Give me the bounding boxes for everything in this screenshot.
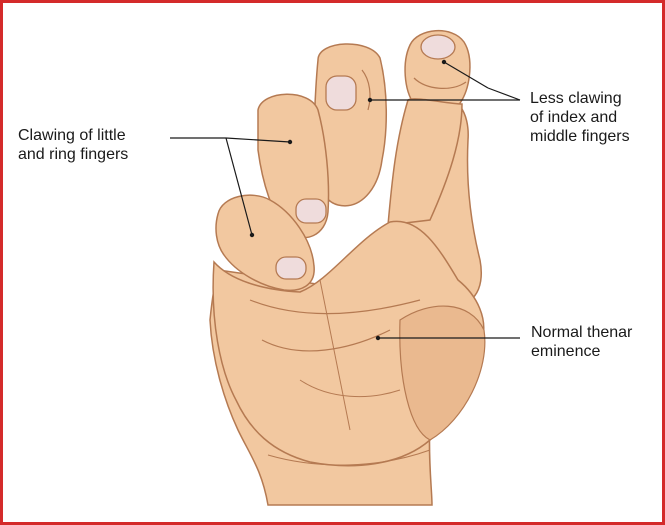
label-clawing-little-ring: Clawing of little and ring fingers	[18, 126, 128, 164]
label-line: Normal thenar	[531, 323, 632, 342]
label-line: and ring fingers	[18, 145, 128, 164]
label-line: Clawing of little	[18, 126, 128, 145]
middle-finger-nail	[326, 76, 356, 110]
ring-finger-nail	[296, 199, 326, 223]
index-finger-nail	[421, 35, 455, 59]
label-line: middle fingers	[530, 127, 630, 146]
leader-connector	[488, 88, 520, 100]
leader-dot-little	[250, 233, 254, 237]
hand-drawing	[210, 31, 485, 505]
label-normal-thenar-eminence: Normal thenar eminence	[531, 323, 632, 361]
leader-dot-thenar	[376, 336, 380, 340]
little-finger-nail	[276, 257, 306, 279]
leader-dot-ring	[288, 140, 292, 144]
label-less-clawing-index-middle: Less clawing of index and middle fingers	[530, 89, 630, 146]
label-line: of index and	[530, 108, 630, 127]
leader-dot-index	[442, 60, 446, 64]
label-line: Less clawing	[530, 89, 630, 108]
label-line: eminence	[531, 342, 632, 361]
leader-dot-middle	[368, 98, 372, 102]
